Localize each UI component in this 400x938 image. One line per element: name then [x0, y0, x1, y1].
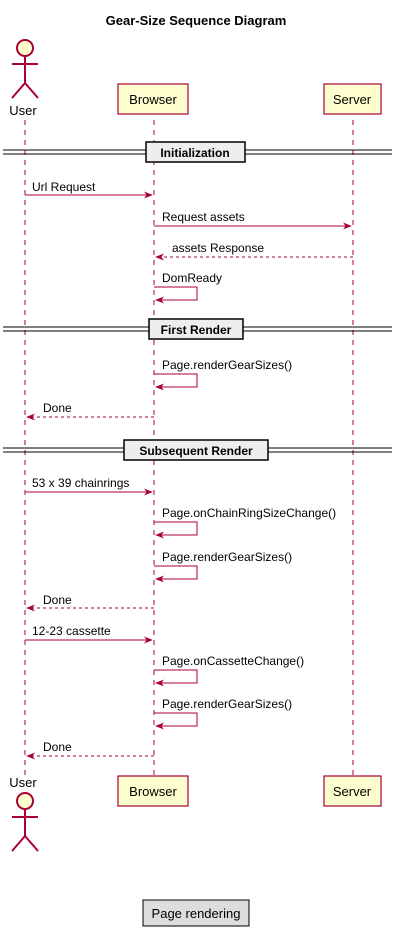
message-label: Page.onCassetteChange()	[162, 654, 304, 668]
message-label: Page.renderGearSizes()	[162, 358, 292, 372]
self-message-arrow	[154, 286, 198, 304]
divider-label: First Render	[161, 323, 232, 337]
self-message-arrow	[154, 712, 198, 730]
self-message-arrow	[154, 373, 198, 391]
divider-label: Subsequent Render	[139, 444, 253, 458]
divider-initialization: Initialization	[3, 141, 392, 163]
legend: Page rendering	[142, 899, 250, 927]
self-message-arrow	[154, 669, 198, 687]
participant-server-top: Server	[323, 83, 382, 115]
message-label: Request assets	[162, 210, 245, 224]
participant-label-server: Server	[333, 784, 372, 799]
participant-label-server: Server	[333, 92, 372, 107]
message-label: 53 x 39 chainrings	[32, 476, 129, 490]
message-label: Done	[43, 401, 72, 415]
actor-head-icon	[16, 39, 34, 57]
actor-label-user: User	[9, 103, 37, 118]
message-label: Page.onChainRingSizeChange()	[162, 506, 336, 520]
message-label: Done	[43, 593, 72, 607]
divider-first-render: First Render	[3, 318, 392, 340]
legend-label: Page rendering	[152, 906, 241, 921]
participant-browser-top: Browser	[117, 83, 189, 115]
diagram-title: Gear-Size Sequence Diagram	[106, 13, 287, 28]
participant-label-browser: Browser	[129, 92, 177, 107]
divider-subsequent-render: Subsequent Render	[3, 439, 392, 461]
participant-browser-bottom: Browser	[117, 775, 189, 807]
message-label: Page.renderGearSizes()	[162, 550, 292, 564]
participant-server-bottom: Server	[323, 775, 382, 807]
participant-label-browser: Browser	[129, 784, 177, 799]
message-label: Done	[43, 740, 72, 754]
message-label: assets Response	[172, 241, 264, 255]
message-label: DomReady	[162, 271, 222, 285]
actor-label-user: User	[9, 775, 37, 790]
self-message-arrow	[154, 565, 198, 583]
user-actor-bottom: User	[9, 775, 39, 852]
self-message-arrow	[154, 521, 198, 539]
user-actor-top: User	[9, 39, 39, 118]
message-label: Url Request	[32, 180, 96, 194]
divider-label: Initialization	[160, 146, 229, 160]
message-label: Page.renderGearSizes()	[162, 697, 292, 711]
message-label: 12-23 cassette	[32, 624, 111, 638]
actor-head-icon	[16, 792, 34, 810]
